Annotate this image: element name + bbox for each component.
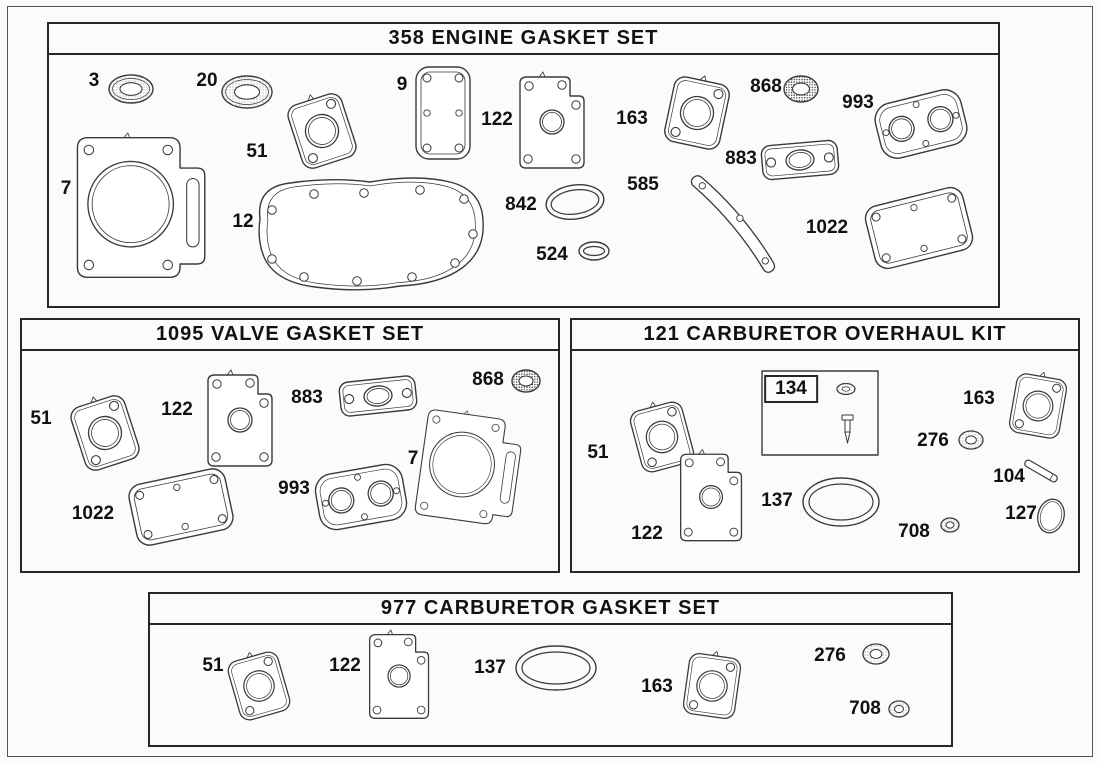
part-label-20: 20 bbox=[196, 70, 218, 91]
section-valve-gasket-set: 1095 VALVE GASKET SET bbox=[20, 318, 560, 573]
part-276-illustration bbox=[862, 643, 890, 665]
part-20-illustration bbox=[221, 75, 273, 109]
section-engine-gasket-set: 358 ENGINE GASKET SET bbox=[47, 22, 1000, 308]
part-label-7: 7 bbox=[407, 448, 419, 469]
part-label-12: 12 bbox=[232, 211, 254, 232]
section-title-carburetor-gasket-set: 977 CARBURETOR GASKET SET bbox=[150, 594, 951, 625]
part-label-51: 51 bbox=[587, 442, 609, 463]
section-carburetor-overhaul-kit: 121 CARBURETOR OVERHAUL KIT bbox=[570, 318, 1080, 573]
part-883-illustration bbox=[338, 375, 418, 417]
part-label-51: 51 bbox=[202, 655, 224, 676]
part-label-122: 122 bbox=[329, 655, 361, 676]
part-842-illustration bbox=[545, 183, 605, 221]
part-1022-illustration bbox=[864, 186, 974, 270]
part-51-illustration bbox=[227, 651, 291, 721]
part-9-illustration bbox=[415, 66, 471, 160]
part-163-illustration bbox=[664, 75, 730, 150]
part-label-104: 104 bbox=[993, 466, 1025, 487]
part-label-868: 868 bbox=[472, 369, 504, 390]
part-label-163: 163 bbox=[963, 388, 995, 409]
part-label-137: 137 bbox=[761, 490, 793, 511]
part-1022-illustration bbox=[128, 468, 234, 546]
part-label-276: 276 bbox=[917, 430, 949, 451]
part-163-illustration bbox=[682, 650, 742, 719]
part-label-122: 122 bbox=[631, 523, 663, 544]
part-51-illustration bbox=[70, 395, 140, 471]
part-label-993: 993 bbox=[278, 478, 310, 499]
part-label-524: 524 bbox=[536, 244, 568, 265]
part-label-1022: 1022 bbox=[805, 217, 849, 238]
section-title-carburetor-overhaul-kit: 121 CARBURETOR OVERHAUL KIT bbox=[572, 320, 1078, 351]
part-137-illustration bbox=[515, 645, 597, 691]
part-label-708: 708 bbox=[898, 521, 930, 542]
part-708-illustration bbox=[888, 700, 910, 718]
part-993-illustration bbox=[874, 89, 968, 159]
part-276-illustration bbox=[958, 430, 984, 450]
part-127-illustration bbox=[1037, 498, 1065, 534]
part-51-illustration bbox=[287, 93, 357, 169]
part-122-illustration bbox=[368, 629, 430, 719]
part-label-883: 883 bbox=[725, 148, 757, 169]
part-134-illustration bbox=[761, 370, 879, 456]
part-122-illustration bbox=[679, 449, 743, 542]
part-524-illustration bbox=[578, 241, 610, 261]
part-label-51: 51 bbox=[246, 141, 268, 162]
part-label-993: 993 bbox=[842, 92, 874, 113]
part-51-illustration bbox=[629, 401, 695, 473]
part-868-illustration bbox=[511, 369, 541, 393]
part-993-illustration bbox=[314, 463, 408, 531]
section-title-engine-gasket-set: 358 ENGINE GASKET SET bbox=[49, 24, 998, 55]
part-label-122: 122 bbox=[481, 109, 513, 130]
part-708-illustration bbox=[940, 517, 960, 533]
part-label-883: 883 bbox=[291, 387, 323, 408]
part-label-276: 276 bbox=[814, 645, 846, 666]
section-title-valve-gasket-set: 1095 VALVE GASKET SET bbox=[22, 320, 558, 351]
part-868-illustration bbox=[783, 75, 819, 103]
part-label-7: 7 bbox=[60, 178, 72, 199]
part-label-9: 9 bbox=[396, 74, 408, 95]
part-104-illustration bbox=[1024, 459, 1058, 483]
part-label-127: 127 bbox=[1005, 503, 1037, 524]
part-12-illustration bbox=[258, 177, 484, 291]
part-label-51: 51 bbox=[30, 408, 52, 429]
part-label-585: 585 bbox=[627, 174, 659, 195]
part-585-illustration bbox=[690, 175, 776, 273]
part-7-illustration bbox=[414, 409, 522, 525]
part-label-137: 137 bbox=[474, 657, 506, 678]
part-122-illustration bbox=[207, 369, 273, 467]
part-label-163: 163 bbox=[641, 676, 673, 697]
part-label-868: 868 bbox=[750, 76, 782, 97]
section-carburetor-gasket-set: 977 CARBURETOR GASKET SET bbox=[148, 592, 953, 747]
part-label-708: 708 bbox=[849, 698, 881, 719]
part-label-3: 3 bbox=[88, 70, 100, 91]
part-label-842: 842 bbox=[505, 194, 537, 215]
part-7-illustration bbox=[76, 132, 206, 279]
part-137-illustration bbox=[802, 477, 880, 527]
part-122-illustration bbox=[519, 71, 585, 169]
part-883-illustration bbox=[760, 139, 840, 181]
part-label-134: 134 bbox=[764, 375, 818, 403]
part-label-122: 122 bbox=[161, 399, 193, 420]
part-3-illustration bbox=[108, 74, 154, 104]
part-label-1022: 1022 bbox=[71, 503, 115, 524]
part-label-163: 163 bbox=[616, 108, 648, 129]
part-163-illustration bbox=[1008, 371, 1068, 439]
